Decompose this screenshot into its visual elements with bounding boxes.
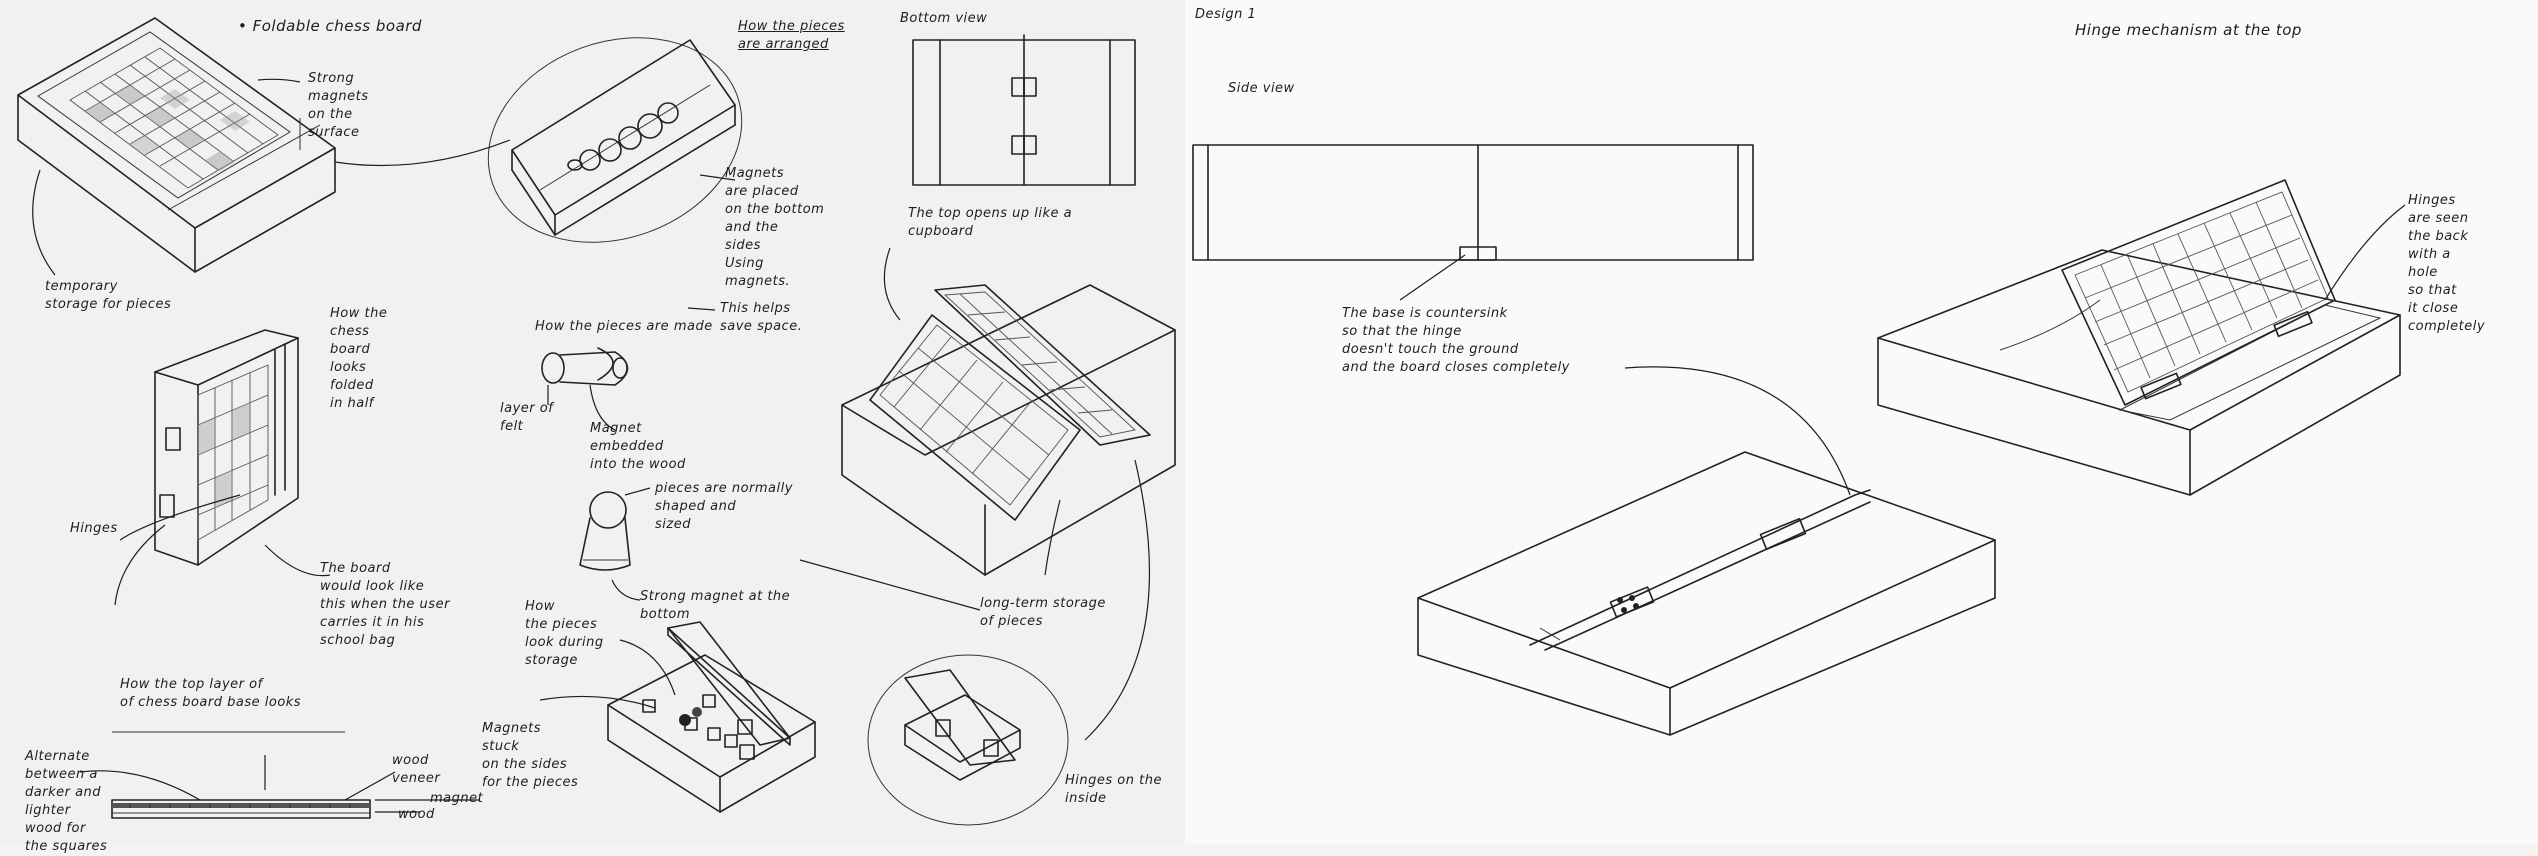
strong-magnet-bottom-note: Strong magnet at the bottom (640, 588, 790, 624)
side-view-title: Side view (1228, 80, 1295, 98)
magnet-note: magnet (430, 790, 483, 808)
hinges-back-note: Hinges are seen the back with a hole so … (2408, 192, 2485, 336)
hinges-inside-note: Hinges on the inside (1065, 772, 1162, 808)
pieces-arranged-title: How the pieces are arranged (738, 18, 845, 54)
board-carries-note: The board would look like this when the … (320, 560, 450, 650)
temporary-storage-note: temporary storage for pieces (45, 278, 171, 314)
board-folded-note: How the chess board looks folded in half (330, 305, 387, 413)
wood-veneer-note: wood veneer (392, 752, 440, 788)
helps-save-space-note: This helps save space. (720, 300, 802, 336)
top-layer-title: How the top layer of of chess board base… (120, 676, 301, 712)
magnets-stuck-note: Magnets stuck on the sides for the piece… (482, 720, 578, 792)
magnet-embedded-note: Magnet embedded into the wood (590, 420, 686, 474)
long-term-storage-note: long-term storage of pieces (980, 595, 1106, 631)
top-opens-note: The top opens up like a cupboard (908, 205, 1072, 241)
design-label: Design 1 (1195, 6, 1256, 24)
strong-magnets-note: Strong magnets on the surface (308, 70, 369, 142)
foldable-title: • Foldable chess board (238, 16, 422, 37)
layer-felt-note: layer of felt (500, 400, 553, 436)
bottom-view-title: Bottom view (900, 10, 987, 28)
hinge-top-title: Hinge mechanism at the top (2075, 20, 2302, 41)
hinges-note: Hinges (70, 520, 118, 538)
magnets-placed-note: Magnets are placed on the bottom and the… (725, 165, 824, 291)
pieces-made-title: How the pieces are made (535, 318, 713, 336)
pieces-normally-note: pieces are normally shaped and sized (655, 480, 793, 534)
countersink-note: The base is countersink so that the hing… (1342, 305, 1570, 377)
wood-note: wood (398, 806, 435, 824)
right-sheet (1185, 0, 2538, 844)
alternate-note: Alternate between a darker and lighter w… (25, 748, 107, 856)
pieces-storage-note: How the pieces look during storage (525, 598, 604, 670)
